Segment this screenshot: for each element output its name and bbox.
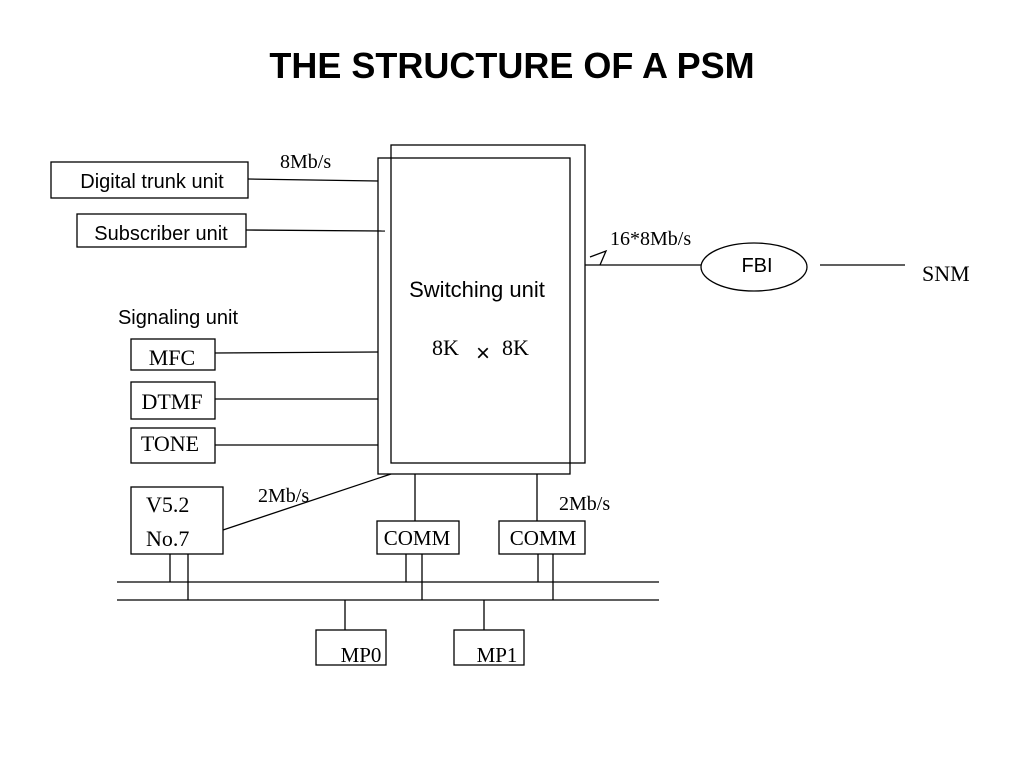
comm-right-box bbox=[498, 520, 586, 555]
digital-trunk-unit-box bbox=[50, 161, 249, 199]
subscriber-unit-label: Subscriber unit bbox=[94, 223, 228, 245]
subscriber-link-line bbox=[245, 229, 386, 232]
mp1-label: MP1 bbox=[477, 643, 518, 667]
comm-left-label: COMM bbox=[384, 526, 451, 550]
mp1-box bbox=[453, 629, 525, 666]
switching-unit-label: Switching unit bbox=[409, 277, 545, 302]
mfc-box bbox=[130, 338, 216, 371]
fbi-link-tick bbox=[589, 249, 608, 266]
trunk-link-rate: 8Mb/s bbox=[280, 151, 331, 173]
dtmf-label: DTMF bbox=[141, 389, 202, 414]
mp0-label: MP0 bbox=[341, 643, 382, 667]
switching-unit-inner-box bbox=[390, 144, 586, 464]
comm-left-box bbox=[376, 520, 460, 555]
dtmf-box bbox=[130, 381, 216, 420]
switching-capacity-right: 8K bbox=[502, 335, 529, 360]
switching-capacity-left: 8K bbox=[432, 335, 459, 360]
mp0-box bbox=[315, 629, 387, 666]
trunk-link-line bbox=[247, 178, 379, 182]
tone-label: TONE bbox=[141, 431, 199, 456]
mfc-label: MFC bbox=[149, 345, 195, 370]
v52-link-rate: 2Mb/s bbox=[258, 485, 309, 507]
v52-no7-box bbox=[130, 486, 224, 555]
v52-label: V5.2 bbox=[146, 492, 189, 517]
signaling-unit-label: Signaling unit bbox=[118, 307, 239, 329]
comm-link-rate: 2Mb/s bbox=[559, 493, 610, 515]
page-title: THE STRUCTURE OF A PSM bbox=[269, 45, 754, 86]
fbi-link-rate: 16*8Mb/s bbox=[610, 228, 691, 250]
snm-label: SNM bbox=[922, 261, 970, 286]
mfc-link-line bbox=[214, 351, 379, 354]
comm-right-label: COMM bbox=[510, 526, 577, 550]
fbi-label: FBI bbox=[741, 255, 772, 277]
no7-label: No.7 bbox=[146, 526, 189, 551]
switching-unit-outer-box bbox=[377, 157, 571, 475]
v52-link-line bbox=[222, 473, 392, 531]
switching-capacity-sep: × bbox=[476, 340, 490, 367]
fbi-ellipse bbox=[700, 242, 808, 292]
digital-trunk-unit-label: Digital trunk unit bbox=[80, 171, 224, 193]
